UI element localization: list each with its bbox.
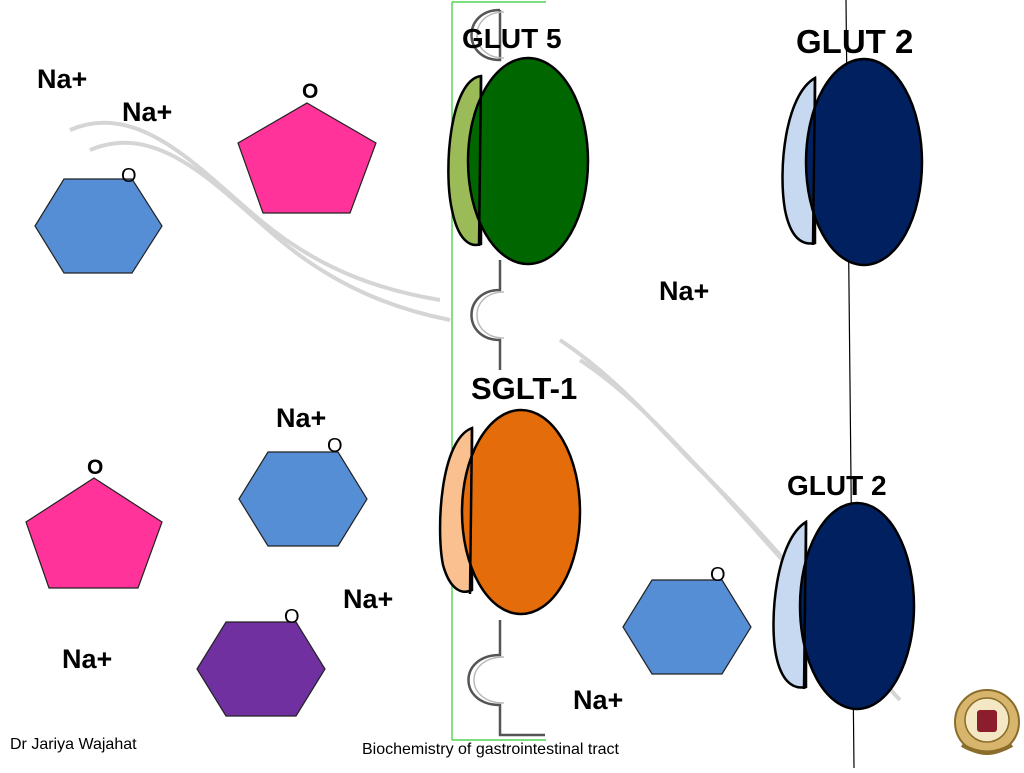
glucose-hexagon-top-left bbox=[34, 178, 163, 274]
fructose-pentagon-bottom bbox=[25, 477, 163, 589]
ring-oxygen-label: O bbox=[710, 564, 726, 586]
subject-footer: Biochemistry of gastrointestinal tract bbox=[362, 741, 619, 758]
glut5-transporter bbox=[447, 56, 590, 266]
sodium-ion-label: Na+ bbox=[37, 64, 88, 94]
sglt1-transporter bbox=[438, 408, 582, 616]
author-footer: Dr Jariya Wajahat bbox=[10, 736, 137, 753]
glut2-bottom-transporter bbox=[772, 501, 916, 711]
sglt1-label: SGLT-1 bbox=[471, 371, 578, 406]
ring-oxygen-label: O bbox=[121, 165, 137, 187]
sodium-ion-label: Na+ bbox=[276, 403, 327, 433]
ring-oxygen-label: O bbox=[284, 606, 300, 628]
sodium-ion-label: Na+ bbox=[343, 584, 394, 614]
sodium-ion-label: Na+ bbox=[62, 644, 113, 674]
glucose-hexagon-right bbox=[622, 579, 752, 675]
glucose-hexagon-middle bbox=[238, 451, 368, 547]
sodium-ion-label: Na+ bbox=[122, 97, 173, 127]
brush-border-shadow bbox=[473, 11, 505, 704]
ring-oxygen-label: O bbox=[327, 435, 343, 457]
institution-logo bbox=[954, 689, 1020, 755]
glut5-label: GLUT 5 bbox=[462, 23, 562, 54]
glut2-top-transporter bbox=[781, 57, 924, 267]
ring-oxygen-label: O bbox=[87, 456, 104, 479]
glut2-bottom-label: GLUT 2 bbox=[787, 470, 887, 501]
glut2-top-label: GLUT 2 bbox=[796, 23, 914, 60]
sodium-ion-label: Na+ bbox=[573, 685, 624, 715]
sodium-ion-label: Na+ bbox=[659, 276, 710, 306]
ring-oxygen-label: O bbox=[302, 80, 319, 103]
fructose-pentagon-top bbox=[237, 102, 377, 214]
galactose-hexagon bbox=[196, 621, 326, 717]
brush-border-microvilli bbox=[467, 8, 545, 737]
